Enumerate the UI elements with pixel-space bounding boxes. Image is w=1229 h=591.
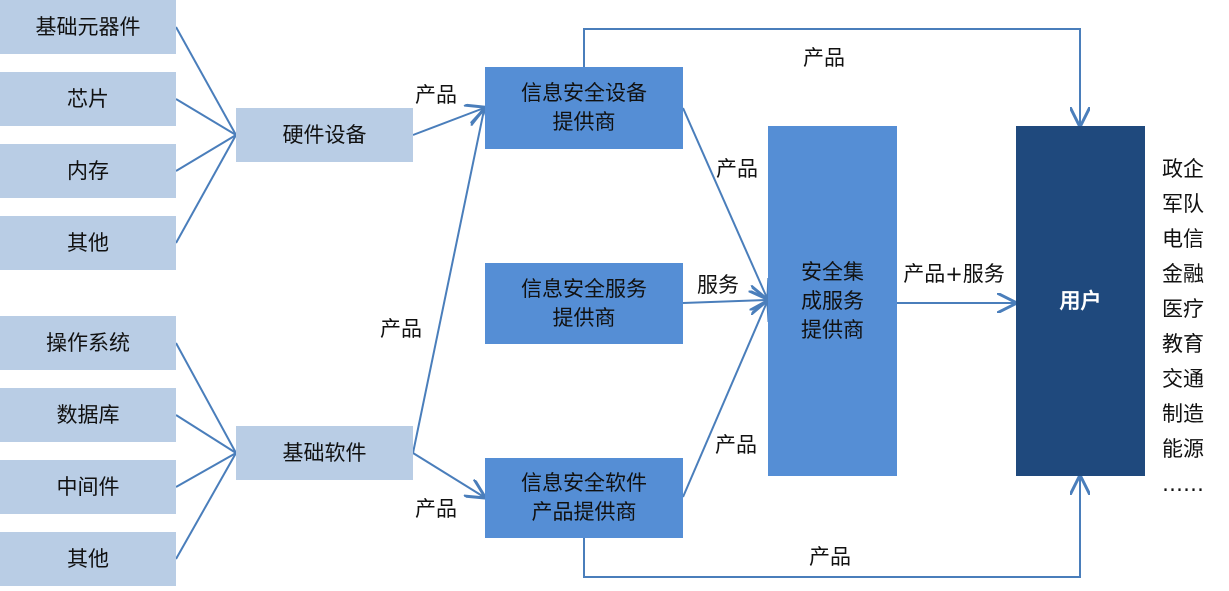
sector: 电信 [1162, 227, 1204, 251]
edge-label: 产品 [809, 545, 851, 569]
edge-label: 产品 [415, 83, 457, 107]
user-sector-list: 政企 军队 电信 金融 医疗 教育 交通 制造 能源 …… [1162, 152, 1204, 502]
edge-label: 产品 [380, 317, 422, 341]
integrator-box: 安全集 成服务 提供商 [768, 126, 897, 476]
component-box: 中间件 [0, 460, 176, 514]
component-box: 基础元器件 [0, 0, 176, 54]
sector: 医疗 [1162, 297, 1204, 321]
user-box: 用户 [1016, 126, 1145, 476]
software-box: 基础软件 [236, 426, 413, 480]
sector: 教育 [1162, 332, 1204, 356]
component-box: 内存 [0, 144, 176, 198]
component-box: 数据库 [0, 388, 176, 442]
edge-label: 产品 [716, 157, 758, 181]
component-box: 其他 [0, 532, 176, 586]
edge-label: 服务 [697, 273, 739, 297]
sector: 制造 [1162, 402, 1204, 426]
component-box: 操作系统 [0, 316, 176, 370]
component-box: 芯片 [0, 72, 176, 126]
sector: 政企 [1162, 157, 1204, 181]
edge-label: 产品+服务 [903, 262, 1005, 286]
hardware-box: 硬件设备 [236, 108, 413, 162]
device-provider-box: 信息安全设备 提供商 [485, 67, 683, 149]
edge-label: 产品 [803, 46, 845, 70]
edge-label: 产品 [715, 433, 757, 457]
sector: 军队 [1162, 192, 1204, 216]
sector: 能源 [1162, 437, 1204, 461]
service-provider-box: 信息安全服务 提供商 [485, 263, 683, 344]
sector: …… [1162, 472, 1204, 496]
component-box: 其他 [0, 216, 176, 270]
sector: 交通 [1162, 367, 1204, 391]
sector: 金融 [1162, 262, 1204, 286]
software-provider-box: 信息安全软件 产品提供商 [485, 458, 683, 538]
edge-label: 产品 [415, 497, 457, 521]
